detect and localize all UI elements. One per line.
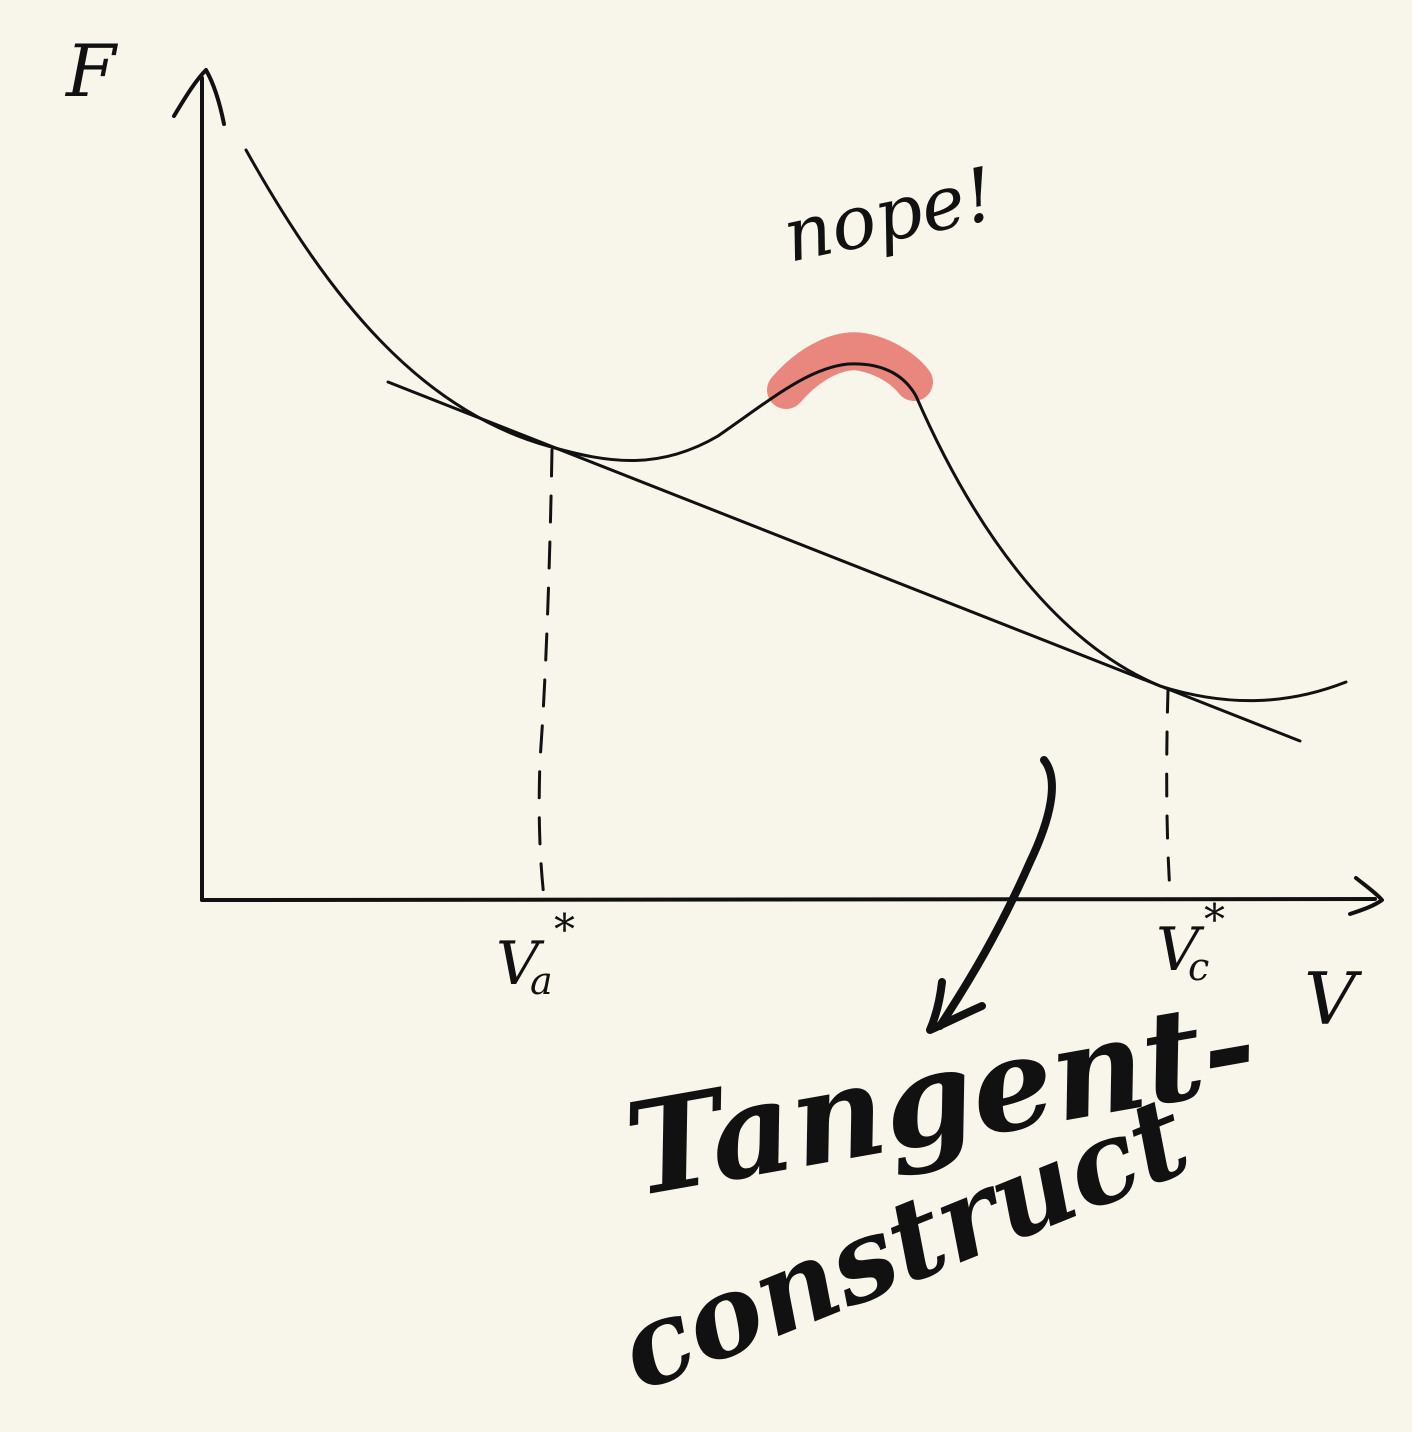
tick-label-vc-main: V	[1156, 915, 1205, 985]
tick-label-va-sub: a	[530, 959, 553, 1003]
tick-label-va: V a *	[496, 905, 575, 1003]
x-axis-label: V	[1304, 957, 1363, 1041]
annotation-nope: nope!	[776, 151, 1002, 279]
drop-line-vc	[1165, 688, 1172, 894]
y-axis-arrowhead	[172, 68, 226, 126]
x-axis	[200, 897, 1377, 902]
common-tangent-line	[386, 380, 1302, 743]
tick-label-vc-sup: *	[1204, 895, 1225, 944]
x-axis-arrowhead	[1348, 876, 1384, 916]
tick-label-va-sup: *	[554, 905, 575, 954]
annotation-arrow-head	[926, 978, 986, 1034]
tick-label-vc: V c *	[1156, 895, 1225, 989]
tick-label-vc-sub: c	[1188, 945, 1209, 989]
unstable-region-highlight	[767, 332, 933, 409]
drop-line-va	[537, 448, 554, 900]
y-axis-label: F	[64, 29, 119, 113]
annotation-arrow-shaft	[936, 756, 1056, 1030]
tick-label-va-main: V	[496, 929, 545, 999]
